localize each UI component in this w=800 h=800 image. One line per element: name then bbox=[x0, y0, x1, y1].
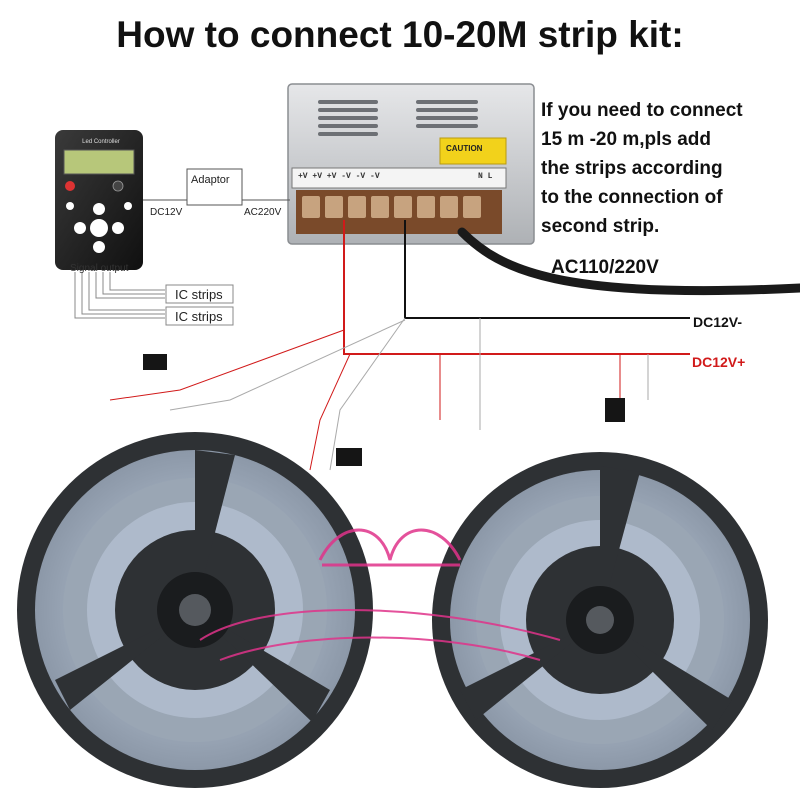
ac-voltage-label: AC110/220V bbox=[551, 257, 659, 278]
psu-vents bbox=[318, 100, 478, 136]
signal-output-label: Signal output bbox=[70, 263, 129, 274]
page-title: How to connect 10-20M strip kit: bbox=[116, 14, 684, 55]
note-line: to the connection of bbox=[541, 187, 723, 208]
psu-terminal-labels: +V +V +V -V -V -V bbox=[298, 172, 380, 181]
adaptor-ac-label: AC220V bbox=[244, 207, 282, 218]
controller-title: Led Controller bbox=[82, 139, 120, 145]
power-supply bbox=[287, 83, 535, 245]
dc-negative-label: DC12V- bbox=[693, 314, 743, 330]
strip-connector-right bbox=[605, 398, 625, 422]
note-line: 15 m -20 m,pls add bbox=[541, 129, 712, 150]
strip-connector-top bbox=[143, 354, 167, 370]
ic-strips-label: IC strips bbox=[175, 309, 223, 324]
psu-caution-label: CAUTION bbox=[446, 144, 483, 153]
branch-wires bbox=[109, 317, 649, 471]
led-strip-reel-right bbox=[432, 452, 768, 788]
note-line: the strips according bbox=[541, 158, 723, 179]
controller-lcd bbox=[63, 149, 135, 175]
power-button-icon bbox=[65, 181, 75, 191]
adaptor-box bbox=[186, 168, 243, 206]
dc-positive-label: DC12V+ bbox=[692, 354, 746, 370]
adaptor-dc-label: DC12V bbox=[150, 207, 183, 218]
terminal-block bbox=[296, 190, 502, 234]
signal-output-wires bbox=[74, 272, 165, 319]
adaptor-label: Adaptor bbox=[191, 174, 230, 186]
led-strip-reel-left bbox=[17, 432, 373, 788]
ac-power-cord bbox=[457, 227, 800, 296]
ic-strips-box-2 bbox=[165, 306, 234, 326]
note-line: If you need to connect bbox=[541, 100, 743, 121]
instruction-note: If you need to connect 15 m -20 m,pls ad… bbox=[541, 96, 799, 241]
direction-pad-icon bbox=[90, 219, 108, 237]
ic-strips-box-1 bbox=[165, 284, 234, 304]
dc-positive-wire bbox=[343, 220, 690, 355]
note-line: second strip. bbox=[541, 216, 660, 237]
led-controller bbox=[55, 130, 143, 270]
watermark-logo bbox=[199, 528, 561, 661]
psu-nl-label: N L bbox=[478, 172, 493, 181]
ic-strips-label: IC strips bbox=[175, 287, 223, 302]
caution-sticker bbox=[439, 137, 507, 165]
strip-connector-left bbox=[336, 448, 362, 466]
